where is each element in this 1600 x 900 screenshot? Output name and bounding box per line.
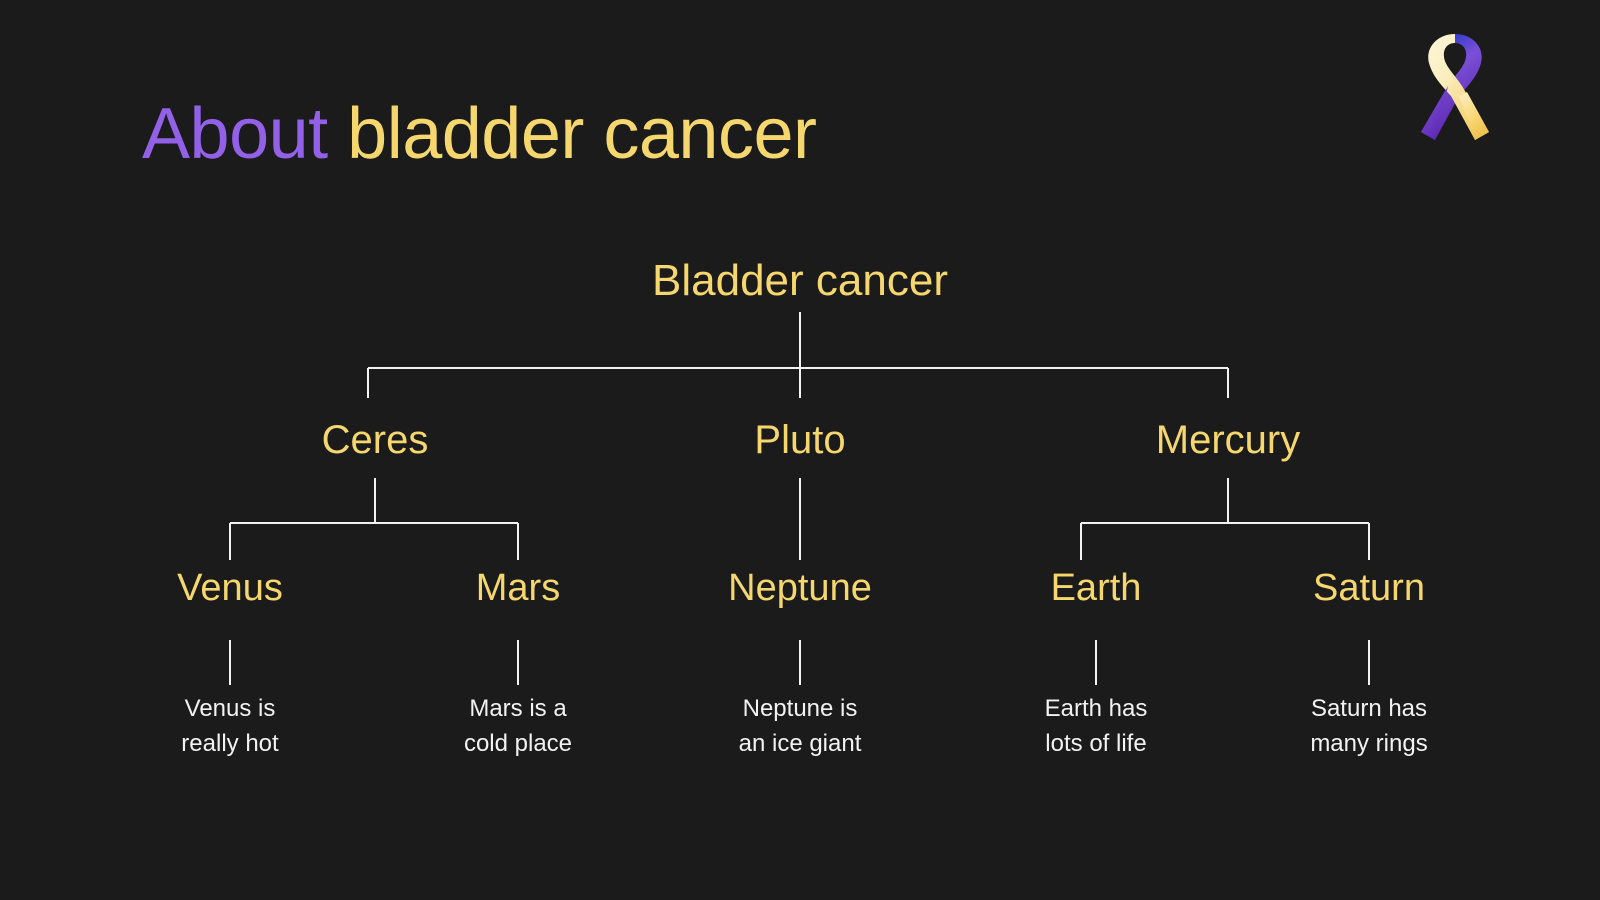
page-title-prefix: About [142, 94, 348, 174]
page-title-subject: bladder cancer [347, 94, 817, 174]
tree-desc-neptune: Neptune is an ice giant [738, 695, 862, 757]
awareness-ribbon-icon [1415, 28, 1495, 158]
tree-desc-saturn: Saturn has many rings [1310, 695, 1428, 757]
tree-node-pluto[interactable]: Pluto [754, 418, 846, 462]
tree-node-earth[interactable]: Earth [1050, 567, 1142, 609]
ribbon-gold-tail [1459, 92, 1489, 140]
tree-desc-mars: Mars is a cold place [463, 695, 573, 757]
tree-node-neptune[interactable]: Neptune [728, 567, 872, 609]
page-title: About bladder cancer [142, 98, 817, 170]
tree-node-saturn[interactable]: Saturn [1313, 567, 1425, 609]
tree-node-mercury[interactable]: Mercury [1155, 418, 1301, 462]
tree-node-venus[interactable]: Venus [177, 567, 283, 609]
tree-node-mars[interactable]: Mars [475, 567, 561, 609]
ribbon-purple-tail [1421, 86, 1448, 140]
tree-node-ceres[interactable]: Ceres [321, 418, 429, 462]
tree-desc-venus: Venus is really hot [181, 695, 279, 757]
tree-desc-earth: Earth has lots of life [1044, 695, 1148, 757]
tree-node-root[interactable]: Bladder cancer [652, 256, 948, 305]
